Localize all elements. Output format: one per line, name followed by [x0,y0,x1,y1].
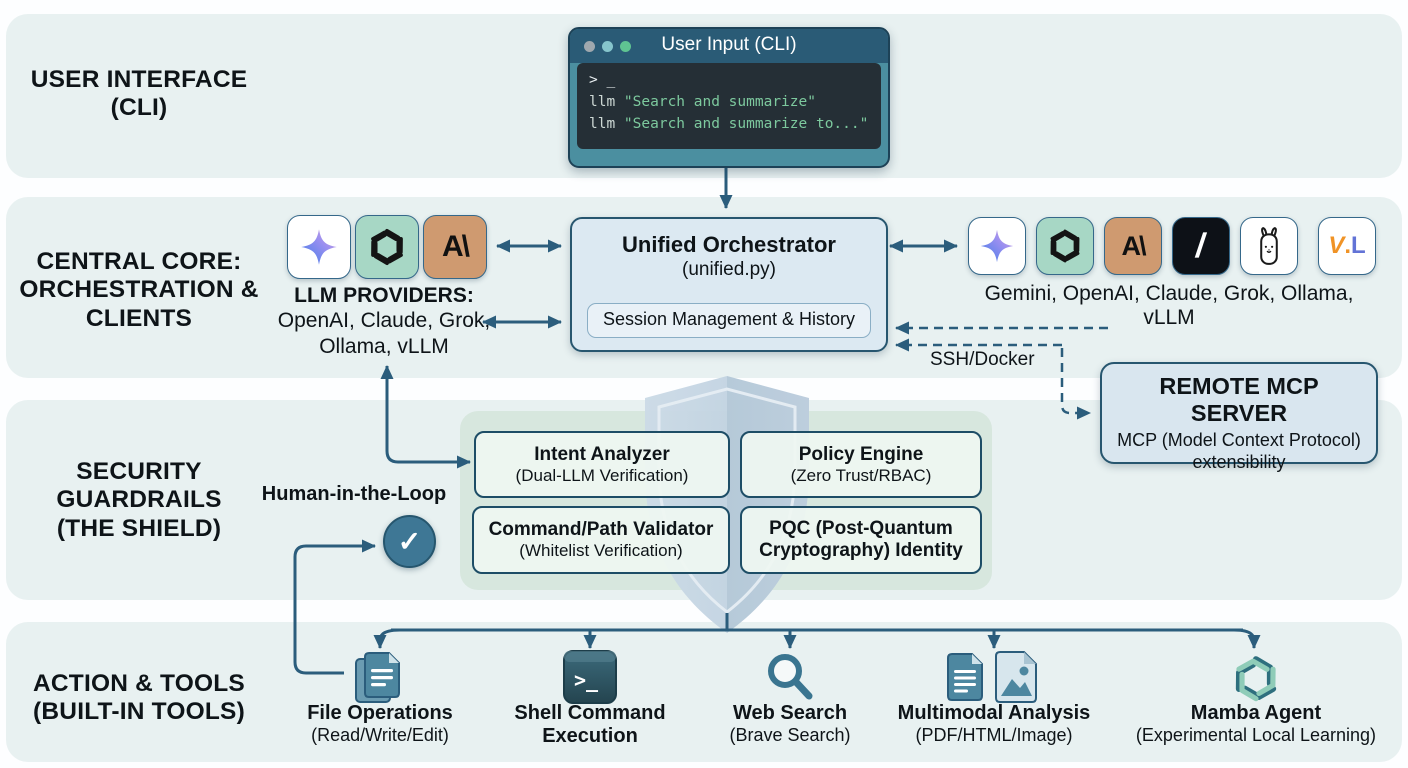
anthropic-icon: A\ [1104,217,1162,275]
openai-icon [1036,217,1094,275]
section-label-tools: ACTION & TOOLS (BUILT-IN TOOLS) [33,670,245,726]
intent-analyzer-box: Intent Analyzer(Dual-LLM Verification) [474,431,730,498]
section-label-security: SECURITY GUARDRAILS (THE SHIELD) [56,458,222,542]
approval-check-icon: ✓ [383,515,436,568]
human-in-the-loop-label: Human-in-the-Loop [261,483,447,505]
terminal-command-line: llm "Search and summarize to..." [589,115,869,132]
terminal-window: User Input (CLI) > _ llm "Search and sum… [568,27,890,168]
section-label-user-interface: USER INTERFACE (CLI) [30,66,248,122]
mamba-knot-icon [1227,650,1285,708]
svg-text:>_: >_ [574,668,599,692]
documents-image-icon [944,650,1044,706]
band-tools [6,622,1402,762]
clients-caption: Gemini, OpenAI, Claude, Grok, Ollama, vL… [984,282,1354,329]
section-label-central-core: CENTRAL CORE: ORCHESTRATION & CLIENTS [19,248,259,332]
grok-icon: / [1172,217,1230,275]
openai-icon [355,215,419,279]
ssh-docker-label: SSH/Docker [930,349,1035,370]
gemini-icon [968,217,1026,275]
terminal-title: User Input (CLI) [661,34,797,55]
magnifier-icon [763,650,817,704]
orchestrator-subtitle: (unified.py) [682,259,776,280]
tool-web-search: Web Search(Brave Search) [729,702,851,745]
shell-terminal-icon: >_ [563,650,617,704]
mcp-title: REMOTE MCP SERVER [1159,373,1319,426]
remote-mcp-server-box: REMOTE MCP SERVER MCP (Model Context Pro… [1100,362,1378,472]
file-operations-icon [350,650,408,706]
llm-providers-heading: LLM PROVIDERS: [294,284,474,307]
session-management-box: Session Management & History [587,303,871,338]
terminal-command-line: llm "Search and summarize" [589,93,816,110]
policy-engine-box: Policy Engine(Zero Trust/RBAC) [740,431,982,498]
tool-multimodal-analysis: Multimodal Analysis(PDF/HTML/Image) [897,702,1091,745]
command-path-validator-box: Command/Path Validator(Whitelist Verific… [472,506,730,574]
tool-shell-command: Shell Command Execution [514,702,666,747]
terminal-body: > _ llm "Search and summarize" llm "Sear… [577,63,881,149]
tool-mamba-agent: Mamba Agent(Experimental Local Learning) [1135,702,1377,745]
anthropic-icon: A\ [423,215,487,279]
llm-providers-label: LLM PROVIDERS: OpenAI, Claude, Grok, Oll… [252,284,516,359]
pqc-identity-box: PQC (Post-Quantum Cryptography) Identity [740,506,982,574]
vllm-icon: V.L [1318,217,1376,275]
mcp-subtitle: MCP (Model Context Protocol) extensibili… [1117,430,1361,472]
tool-file-operations: File Operations(Read/Write/Edit) [307,702,453,745]
ollama-icon [1240,217,1298,275]
terminal-prompt: > _ [589,72,616,88]
orchestrator-title: Unified Orchestrator [622,232,836,257]
gemini-icon [287,215,351,279]
unified-orchestrator-box: Unified Orchestrator (unified.py) Sessio… [570,217,888,352]
llm-providers-names: OpenAI, Claude, Grok, Ollama, vLLM [277,309,491,358]
terminal-titlebar: User Input (CLI) [570,29,888,63]
window-dots-icon [584,41,631,52]
